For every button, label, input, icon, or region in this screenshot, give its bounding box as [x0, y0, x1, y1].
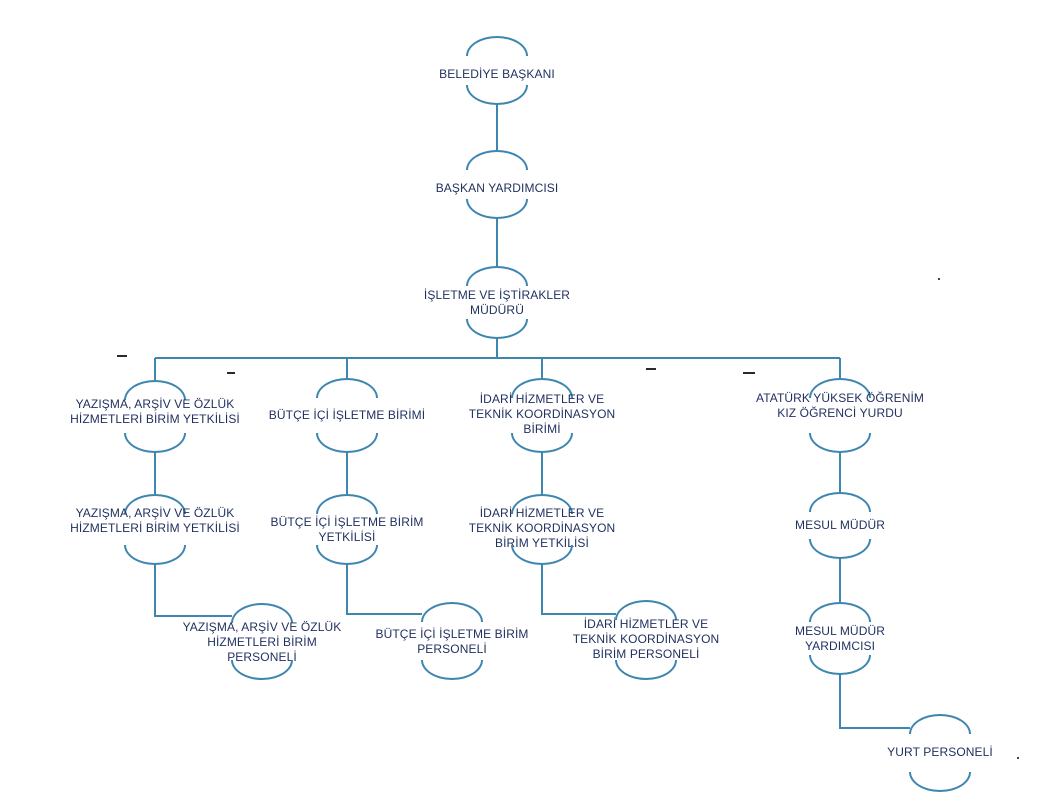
- node-label: BÜTÇE İÇİ İŞLETME BİRİMİ: [268, 408, 426, 422]
- node-label: BELEDİYE BAŞKANI: [439, 67, 555, 81]
- connector-butce-2-3: [346, 564, 422, 615]
- connector-yazisma-2-3: [154, 564, 232, 617]
- node-label: İDARİ HİZMETLER VE TEKNİK KOORDİNASYON B…: [572, 617, 720, 661]
- node-label: BÜTÇE İÇİ İŞLETME BİRİM YETKİLİSİ: [270, 515, 424, 544]
- node-label: YAZIŞMA, ARŞİV VE ÖZLÜK HİZMETLERİ BİRİM…: [70, 506, 240, 535]
- node-label: İDARİ HİZMETLER VE TEKNİK KOORDİNASYON B…: [468, 392, 616, 436]
- scan-speck: [743, 372, 755, 374]
- node-label: ATATÜRK YÜKSEK ÖĞRENİM KIZ ÖĞRENCİ YURDU: [755, 391, 924, 420]
- node-label: MESUL MÜDÜR YARDIMCISI: [795, 624, 885, 653]
- scan-dot: [938, 278, 940, 280]
- scan-dot: [1017, 757, 1019, 759]
- scan-speck: [646, 368, 656, 370]
- node-label: YURT PERSONELİ: [887, 745, 993, 759]
- node-label: YAZIŞMA, ARŞİV VE ÖZLÜK HİZMETLERİ BİRİM…: [70, 397, 240, 426]
- node-label: İŞLETME VE İŞTİRAKLER MÜDÜRÜ: [423, 288, 571, 317]
- connector-yurt-3-4: [839, 674, 910, 729]
- scan-speck: [117, 355, 127, 357]
- connector-idari-2-3: [541, 564, 616, 615]
- node-label: MESUL MÜDÜR: [795, 518, 885, 532]
- node-label: YAZIŞMA, ARŞİV VE ÖZLÜK HİZMETLERİ BİRİM…: [182, 620, 342, 664]
- node-label: BAŞKAN YARDIMCISI: [435, 181, 559, 195]
- scan-speck: [227, 372, 235, 374]
- node-label: BÜTÇE İÇİ İŞLETME BİRİM PERSONELİ: [375, 627, 529, 656]
